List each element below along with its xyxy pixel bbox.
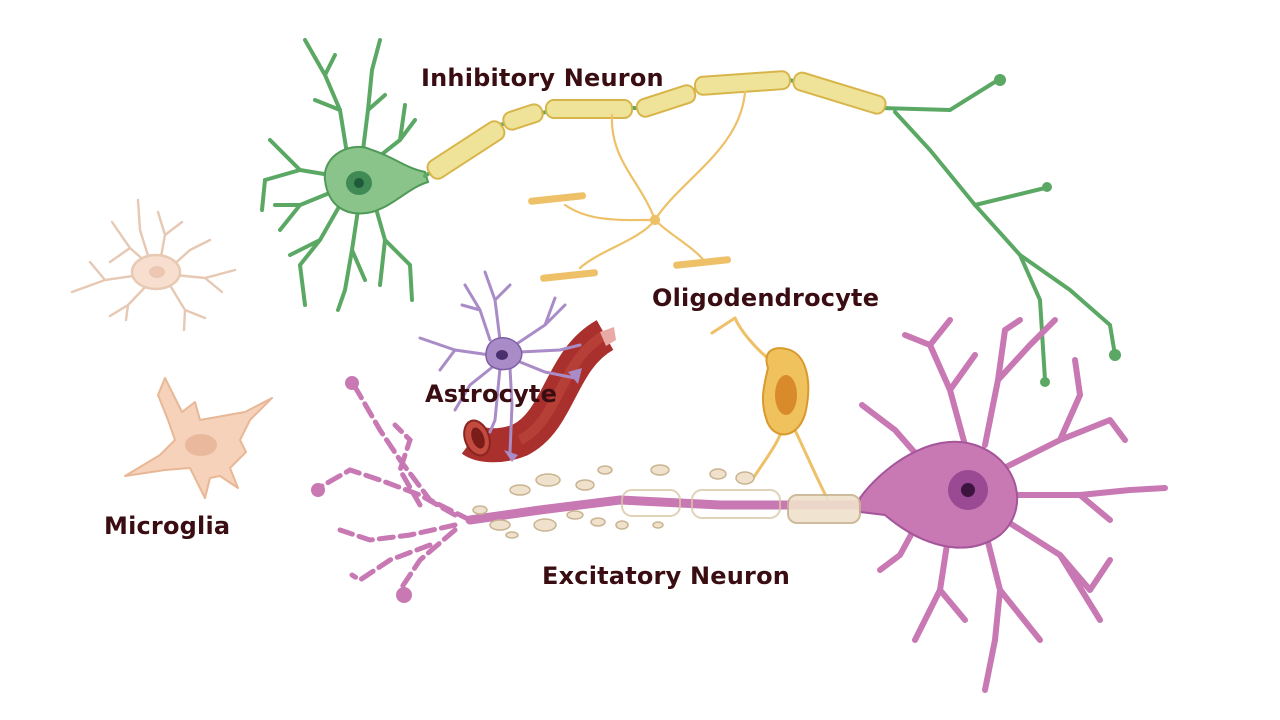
- oligodendrocyte-processes: [563, 90, 747, 270]
- excitatory-neuron: [311, 317, 1168, 693]
- excitatory-neuron-label: Excitatory Neuron: [542, 562, 791, 590]
- excitatory-myelin-sheath: [787, 494, 861, 524]
- blood-vessel: [461, 320, 616, 463]
- oligodendrocyte-sheaths: [528, 192, 731, 282]
- astrocyte: [418, 270, 582, 462]
- inhibitory-neuron-label: Inhibitory Neuron: [421, 64, 664, 92]
- inhibitory-neuron: [260, 38, 1121, 387]
- microglia-cell-faded: [70, 198, 237, 332]
- microglia-cell: [124, 377, 273, 499]
- oligodendrocyte-cell: [710, 316, 830, 502]
- myelin-debris: [472, 464, 755, 539]
- oligodendrocyte-label: Oligodendrocyte: [652, 284, 880, 312]
- astrocyte-label: Astrocyte: [425, 380, 558, 408]
- microglia-label: Microglia: [104, 512, 231, 540]
